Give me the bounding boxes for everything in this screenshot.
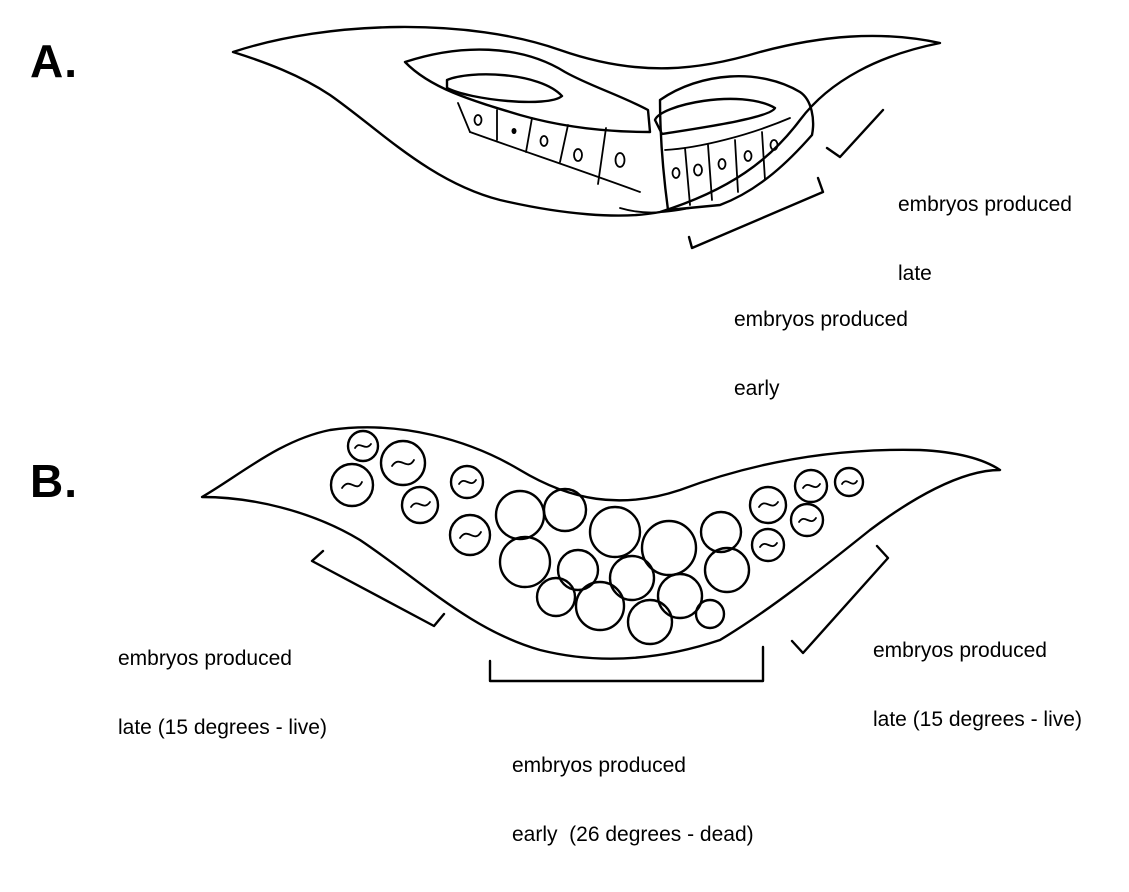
caption-line: late (15 degrees - live)	[873, 708, 1082, 731]
caption-line: embryos produced	[512, 754, 754, 777]
panel-b-caption-right: embryos produced late (15 degrees - live…	[873, 593, 1082, 777]
panel-b-label: B.	[30, 458, 78, 504]
panel-a-label: A.	[30, 38, 78, 84]
caption-line: early (26 degrees - dead)	[512, 823, 754, 846]
caption-line: early	[734, 377, 908, 400]
panel-a-early-bracket	[689, 178, 823, 248]
caption-line: embryos produced	[734, 308, 908, 331]
caption-line: late (15 degrees - live)	[118, 716, 327, 739]
panel-a-caption-late: embryos produced late	[898, 147, 1072, 331]
caption-line: embryos produced	[118, 647, 327, 670]
early-embryos	[496, 489, 749, 644]
panel-a-worm-body	[233, 27, 940, 216]
panel-b-caption-bottom: embryos produced early (26 degrees - dea…	[512, 708, 754, 892]
panel-a-late-bracket	[827, 110, 883, 157]
panel-a-left-gonad	[405, 50, 650, 132]
caption-line: embryos produced	[873, 639, 1082, 662]
panel-b-bottom-bracket	[490, 647, 763, 681]
worm-embryo-diagram: A. B. embryos produced late embryos prod…	[0, 0, 1129, 758]
caption-line: embryos produced	[898, 193, 1072, 216]
panel-a-right-gonad	[660, 76, 813, 210]
panel-a-worm	[233, 27, 940, 248]
panel-b-left-bracket	[312, 551, 444, 626]
late-embryos-right	[750, 468, 863, 561]
panel-a-caption-early: embryos produced early	[734, 262, 908, 446]
panel-b-caption-left: embryos produced late (15 degrees - live…	[118, 601, 327, 785]
caption-line: late	[898, 262, 1072, 285]
